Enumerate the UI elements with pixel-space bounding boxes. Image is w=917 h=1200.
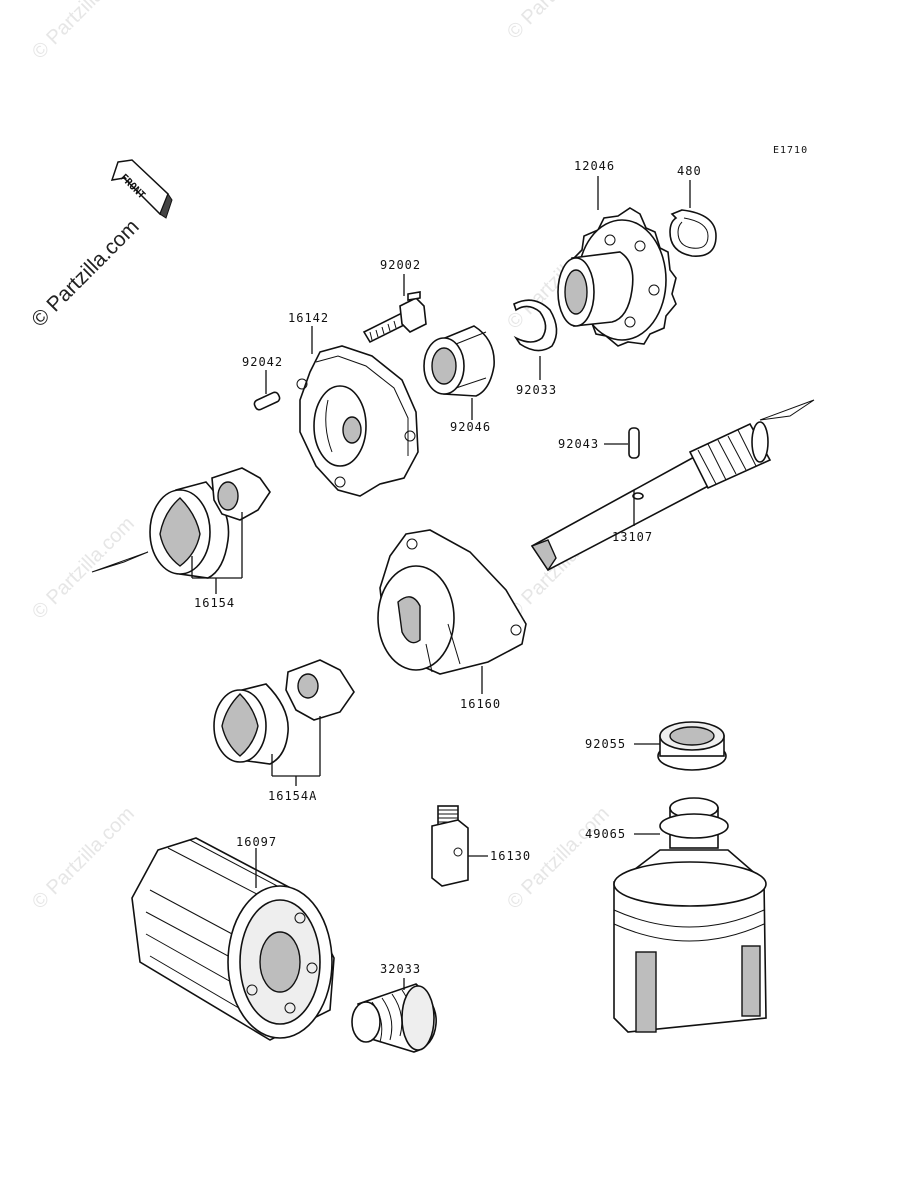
shaft-13107 <box>530 421 772 572</box>
oil-seal-92055 <box>657 721 727 771</box>
special-tool-49065 <box>613 797 767 1033</box>
pump-body-16160 <box>377 529 527 675</box>
label-32033: 32033 <box>380 962 421 976</box>
pin-92043 <box>628 427 640 459</box>
bearing-92046 <box>423 325 495 397</box>
gear-12046 <box>557 207 677 347</box>
label-16097: 16097 <box>236 835 277 849</box>
label-92002: 92002 <box>380 258 421 272</box>
watermark: © Partzilla.com <box>28 0 139 64</box>
label-92055: 92055 <box>585 737 626 751</box>
label-92043: 92043 <box>558 437 599 451</box>
leader-lines <box>191 176 691 990</box>
label-12046: 12046 <box>574 159 615 173</box>
rotor-16154 <box>149 467 271 579</box>
label-16130: 16130 <box>490 849 531 863</box>
oil-filter-16097 <box>131 837 335 1041</box>
part-labels: 12046 480 92002 16142 92042 92046 92033 … <box>194 159 702 976</box>
label-92033: 92033 <box>516 383 557 397</box>
label-16154: 16154 <box>194 596 235 610</box>
label-49065: 49065 <box>585 827 626 841</box>
label-16160: 16160 <box>460 697 501 711</box>
dowel-pin-92042 <box>253 391 281 411</box>
circlip-92033 <box>513 299 558 352</box>
watermark: © Partzilla.com <box>503 0 614 44</box>
pump-cover-16142 <box>296 345 419 497</box>
fitting-16130 <box>431 805 469 887</box>
front-arrow: FRONT <box>110 159 173 219</box>
label-92046: 92046 <box>450 420 491 434</box>
bolt-92002 <box>362 291 427 344</box>
label-92042: 92042 <box>242 355 283 369</box>
diagram-code: E1710 <box>773 145 808 156</box>
spring-32033 <box>351 983 437 1053</box>
watermark-main: © Partzilla.com <box>27 215 143 331</box>
rotor-16154a <box>213 659 355 765</box>
snap-ring-480 <box>669 209 717 257</box>
label-480: 480 <box>677 164 702 178</box>
watermark: © Partzilla.com <box>28 803 139 914</box>
watermark: © Partzilla.com <box>28 513 139 624</box>
label-16142: 16142 <box>288 311 329 325</box>
label-16154a: 16154A <box>268 789 317 803</box>
label-13107: 13107 <box>612 530 653 544</box>
